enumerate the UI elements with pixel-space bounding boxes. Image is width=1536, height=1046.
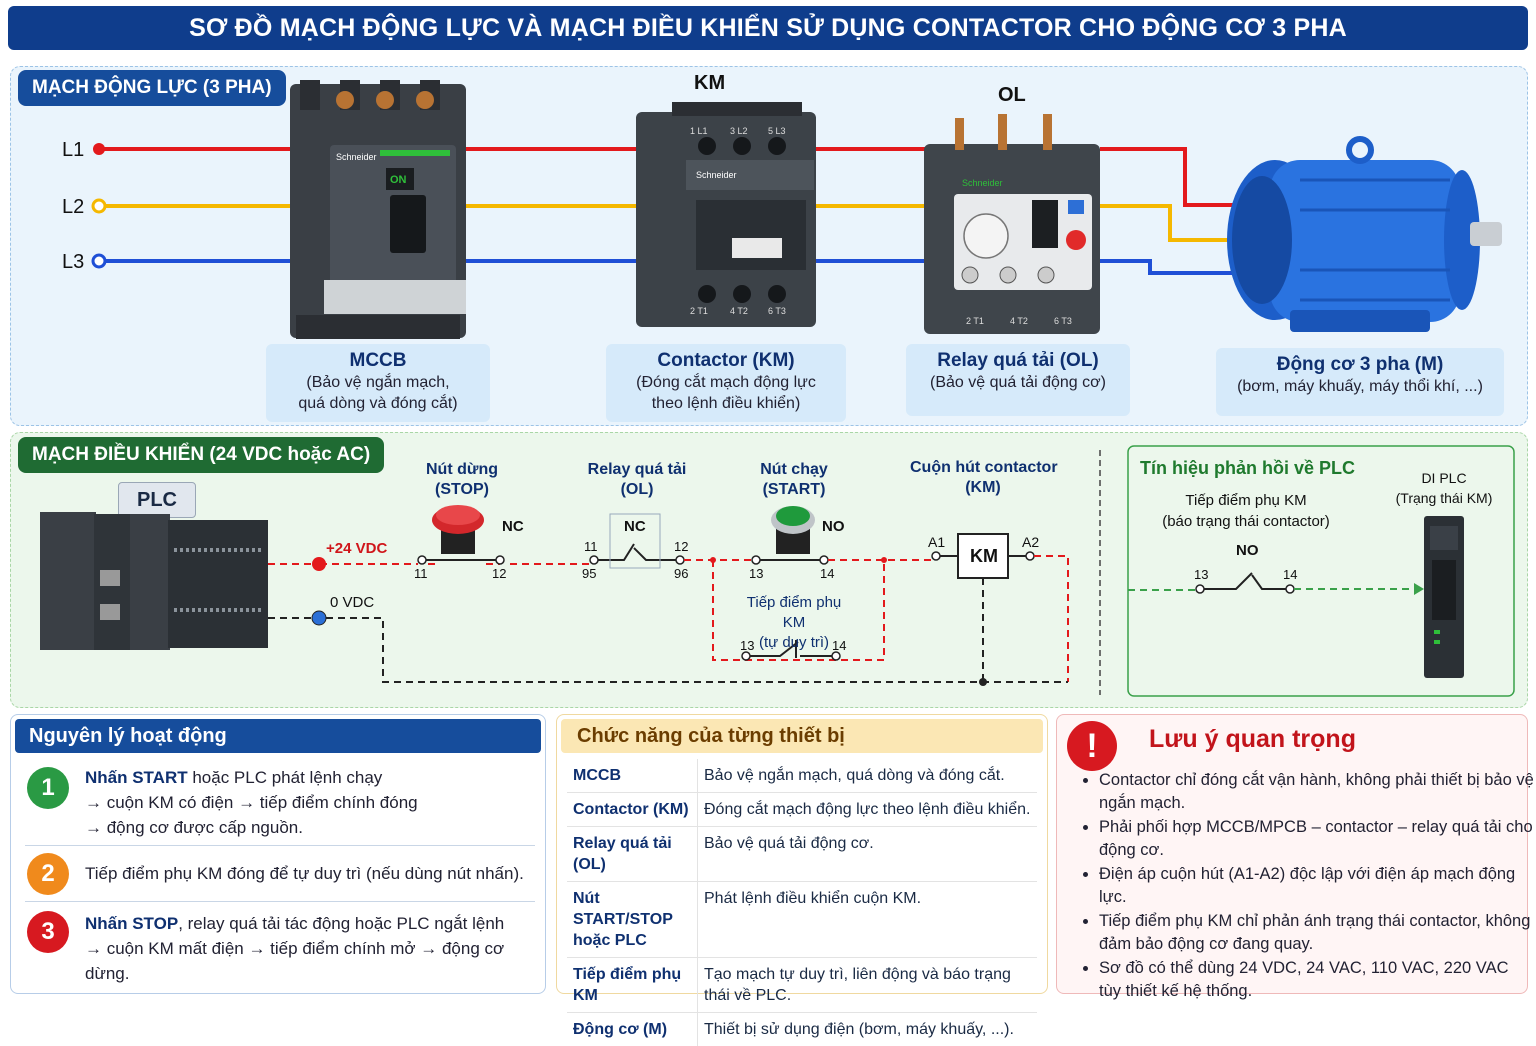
svg-text:1 L1: 1 L1	[690, 126, 708, 136]
list-item: Phải phối hợp MCCB/MPCB – contactor – re…	[1099, 816, 1535, 862]
motor-caption: Động cơ 3 pha (M) (bơm, máy khuấy, máy t…	[1216, 348, 1504, 416]
svg-text:3 L2: 3 L2	[730, 126, 748, 136]
line-label-l3: L3	[62, 251, 84, 274]
table-row: Relay quá tải (OL)Bảo vệ quá tải động cơ…	[567, 827, 1037, 882]
coil-km: KM	[970, 546, 998, 567]
list-item: Điện áp cuộn hút (A1-A2) độc lập với điệ…	[1099, 863, 1535, 909]
step-number-2: 2	[27, 853, 69, 895]
ol-title: OL	[998, 84, 1026, 107]
svg-text:2 T1: 2 T1	[690, 306, 708, 316]
principle-box: Nguyên lý hoạt động 1 Nhấn START hoặc PL…	[10, 714, 546, 994]
stop-nc-label: NC	[502, 518, 524, 535]
stop-terminal-12: 12	[492, 566, 506, 581]
step-number-1: 1	[27, 767, 69, 809]
terminal-l2	[93, 200, 105, 212]
list-item: Tiếp điểm phụ KM chỉ phản ánh trạng thái…	[1099, 910, 1535, 956]
svg-text:2 T1: 2 T1	[966, 316, 984, 326]
feedback-no-label: NO	[1236, 542, 1259, 559]
feedback-contact-label: Tiếp điểm phụ KM(báo trạng thái contacto…	[1160, 490, 1332, 532]
principle-step-3: 3 Nhấn STOP, relay quá tải tác động hoặc…	[21, 905, 531, 985]
contactor-device	[636, 102, 816, 327]
terminal-l1	[93, 143, 105, 155]
start-no-label: NO	[822, 518, 845, 535]
aux-terminal-14: 14	[832, 638, 846, 653]
aux-terminal-13: 13	[740, 638, 754, 653]
feedback-terminal-13: 13	[1194, 567, 1208, 582]
svg-text:Schneider: Schneider	[696, 170, 737, 180]
svg-text:Schneider: Schneider	[336, 152, 377, 162]
coil-a2-label: A2	[1022, 534, 1039, 550]
start-button-label: Nút chạy(START)	[744, 460, 844, 500]
table-row: Contactor (KM)Đóng cắt mạch động lực the…	[567, 793, 1037, 827]
principle-step-2: 2 Tiếp điểm phụ KM đóng để tự duy trì (n…	[21, 849, 531, 903]
overload-relay-device	[924, 114, 1100, 334]
svg-text:4 T2: 4 T2	[1010, 316, 1028, 326]
principle-step-1: 1 Nhấn START hoặc PLC phát lệnh chạy → c…	[21, 761, 531, 851]
principle-header: Nguyên lý hoạt động	[15, 719, 541, 753]
list-item: Contactor chỉ đóng cắt vận hành, không p…	[1099, 769, 1535, 815]
stop-terminal-11: 11	[414, 566, 428, 581]
step-number-3: 3	[27, 911, 69, 953]
stop-button-label: Nút dừng(STOP)	[410, 460, 514, 500]
plus-24v-label: +24 VDC	[326, 540, 387, 557]
svg-text:6 T3: 6 T3	[768, 306, 786, 316]
notes-list: Contactor chỉ đóng cắt vận hành, không p…	[1081, 769, 1535, 1004]
alert-icon: !	[1067, 721, 1117, 771]
km-title: KM	[694, 72, 725, 95]
plc-device	[40, 512, 268, 650]
svg-text:5 L3: 5 L3	[768, 126, 786, 136]
mccb-caption: MCCB (Bảo vệ ngắn mạch, quá dòng và đóng…	[266, 344, 490, 422]
ol-terminal-96: 96	[674, 566, 688, 581]
coil-label: Cuộn hút contactor(KM)	[910, 458, 1056, 498]
svg-text:4 T2: 4 T2	[730, 306, 748, 316]
feedback-terminal-14: 14	[1283, 567, 1297, 582]
line-label-l2: L2	[62, 196, 84, 219]
start-terminal-13: 13	[749, 566, 763, 581]
ol-nc-label: NC	[624, 518, 646, 535]
functions-header: Chức năng của từng thiết bị	[561, 719, 1043, 753]
ol-terminal-11: 11	[584, 539, 598, 554]
contactor-caption: Contactor (KM) (Đóng cắt mạch động lực t…	[606, 344, 846, 422]
svg-text:Schneider: Schneider	[962, 178, 1003, 188]
di-plc-label: DI PLC(Trạng thái KM)	[1392, 468, 1496, 508]
mccb-device	[290, 80, 466, 339]
ol-contact-label: Relay quá tải(OL)	[584, 460, 690, 500]
terminal-l3	[93, 255, 105, 267]
notes-header: Lưu ý quan trọng	[1149, 725, 1356, 754]
line-label-l1: L1	[62, 139, 84, 162]
zero-v-label: 0 VDC	[330, 594, 374, 611]
start-terminal-14: 14	[820, 566, 834, 581]
di-module-device	[1424, 516, 1464, 678]
ol-terminal-12: 12	[674, 539, 688, 554]
ol-terminal-95: 95	[582, 566, 596, 581]
table-row: Động cơ (M)Thiết bị sử dụng điện (bơm, m…	[567, 1013, 1037, 1046]
svg-text:6 T3: 6 T3	[1054, 316, 1072, 326]
notes-box: ! Lưu ý quan trọng Contactor chỉ đóng cắ…	[1056, 714, 1528, 994]
overload-caption: Relay quá tải (OL) (Bảo vệ quá tải động …	[906, 344, 1130, 416]
feedback-title: Tín hiệu phản hồi về PLC	[1140, 458, 1355, 479]
svg-text:ON: ON	[390, 174, 407, 186]
coil-a1-label: A1	[928, 534, 945, 550]
list-item: Sơ đồ có thể dùng 24 VDC, 24 VAC, 110 VA…	[1099, 957, 1535, 1003]
motor-device	[1227, 139, 1502, 332]
